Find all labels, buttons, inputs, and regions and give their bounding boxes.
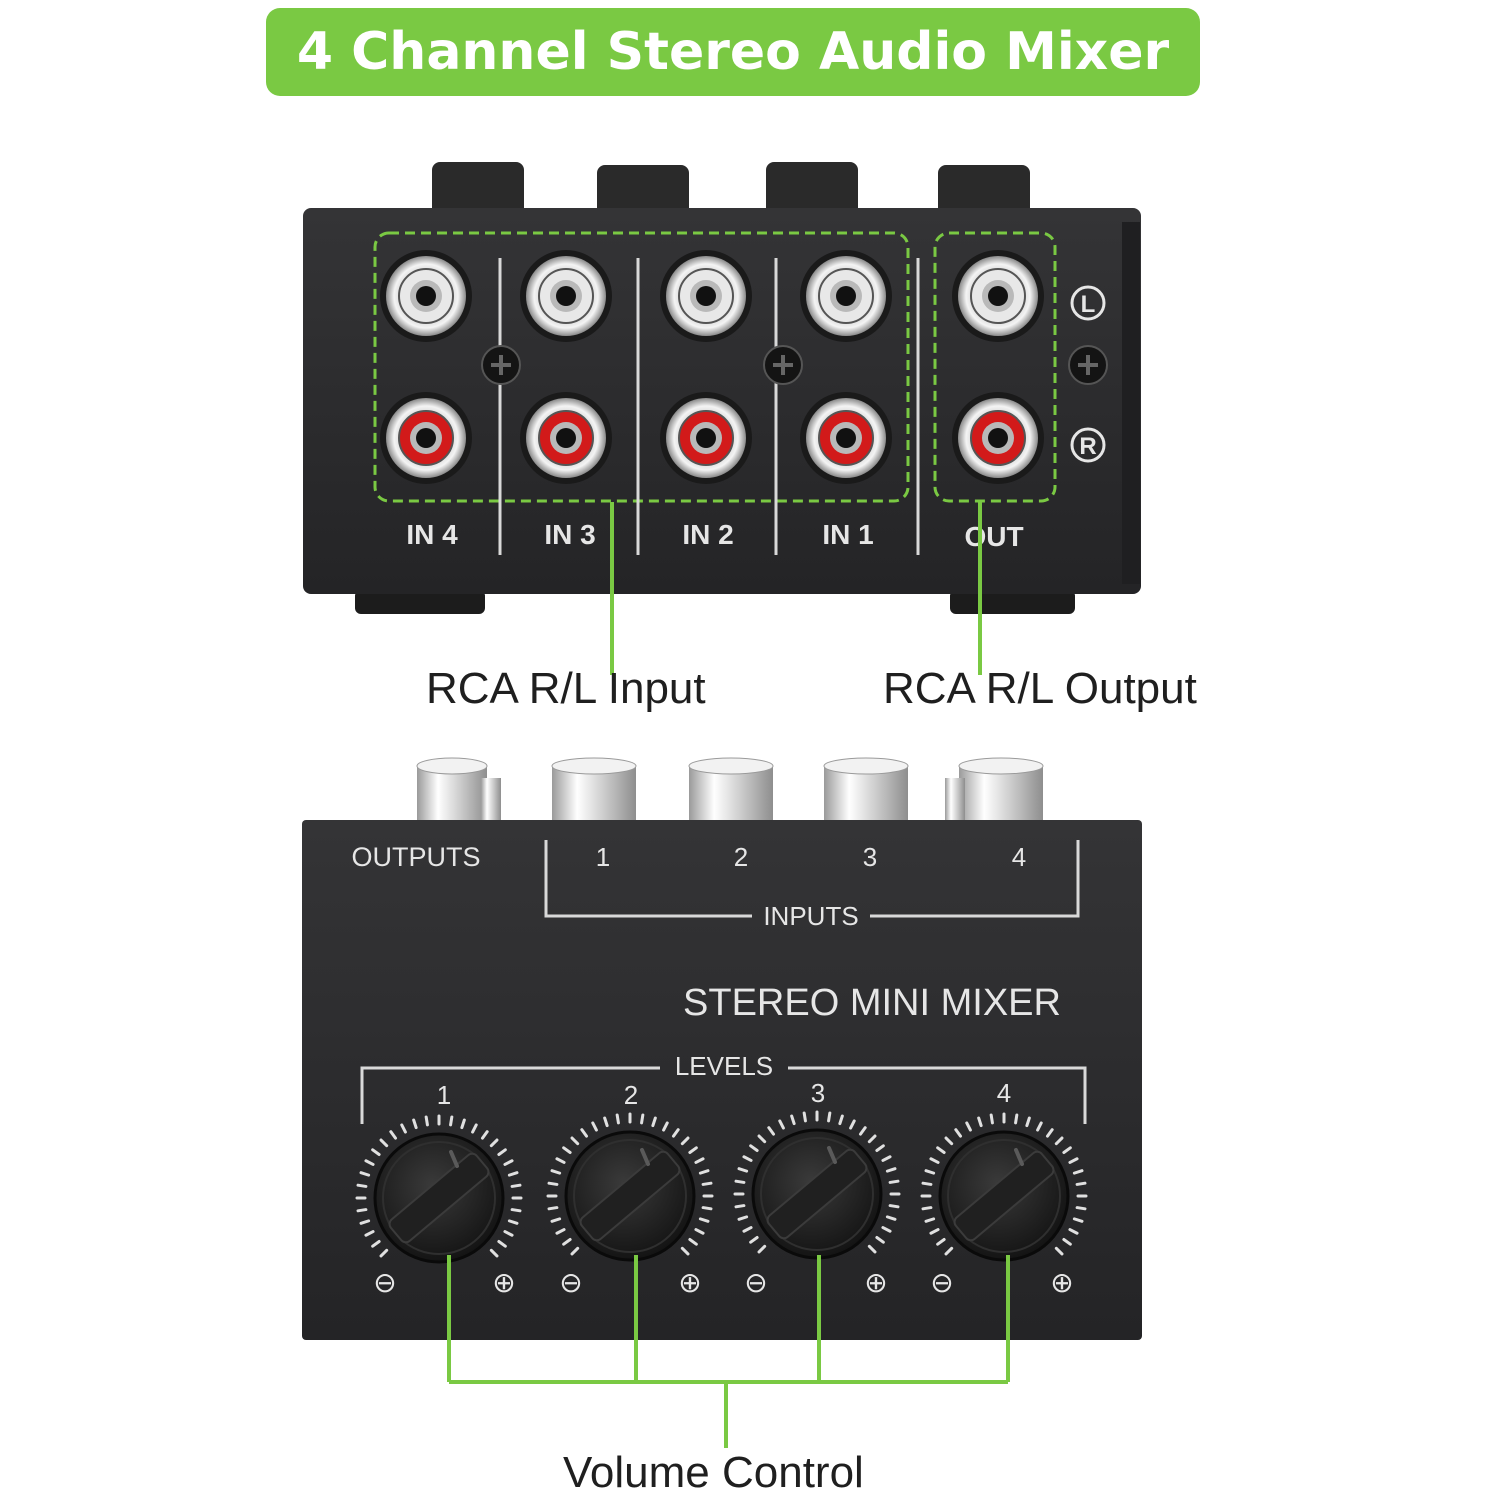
label-in-1: IN 1 — [822, 519, 873, 550]
levels-bracket — [360, 1066, 1087, 1124]
plus-icon: ⊕ — [864, 1267, 887, 1298]
right-channel-icon — [1070, 427, 1106, 463]
minus-icon: ⊖ — [559, 1267, 582, 1298]
input-number-3: 3 — [863, 842, 877, 872]
input-number-4: 4 — [1012, 842, 1026, 872]
input-number-1: 1 — [596, 842, 610, 872]
rca-jack-red — [660, 392, 752, 484]
rca-jack-red — [520, 392, 612, 484]
label-out: OUT — [964, 521, 1023, 552]
top-rca-jack — [416, 757, 501, 826]
product-name: STEREO MINI MIXER — [683, 982, 1061, 1024]
top-rca-jack — [823, 757, 909, 826]
minus-icon: ⊖ — [930, 1267, 953, 1298]
left-channel-label: L — [1081, 291, 1096, 318]
inputs-label: INPUTS — [763, 901, 858, 931]
output-callout-label: RCA R/L Output — [883, 664, 1197, 713]
output-jacks-outline — [933, 231, 1057, 503]
top-rca-jacks — [416, 757, 1044, 826]
outputs-label: OUTPUTS — [351, 842, 480, 872]
volume-callout-label: Volume Control — [563, 1448, 864, 1497]
level-number-1: 1 — [437, 1080, 451, 1110]
rca-jack-white — [380, 250, 472, 342]
rca-jack-red — [800, 392, 892, 484]
input-number-2: 2 — [734, 842, 748, 872]
rca-jack-white — [520, 250, 612, 342]
plus-icon: ⊕ — [492, 1267, 515, 1298]
rubber-foot — [355, 590, 485, 614]
screw-icon — [481, 345, 521, 385]
inputs-bracket — [544, 840, 1080, 918]
screw-icon — [1068, 345, 1108, 385]
top-rca-jack — [945, 757, 1044, 826]
label-in-3: IN 3 — [544, 519, 595, 550]
volume-knob[interactable] — [733, 1110, 901, 1260]
screw-icon — [763, 345, 803, 385]
top-rca-jack — [688, 757, 774, 826]
rear-panel: L R IN 4 IN 3 IN 2 IN 1 OUT — [303, 162, 1141, 614]
label-in-2: IN 2 — [682, 519, 733, 550]
left-channel-icon — [1070, 285, 1106, 321]
title-text: 4 Channel Stereo Audio Mixer — [296, 22, 1170, 82]
input-jacks-outline — [373, 231, 910, 503]
front-panel: OUTPUTS 1 2 3 4 INPUTS STEREO MINI MIXER… — [302, 757, 1142, 1340]
right-channel-label: R — [1079, 433, 1096, 460]
input-callout-label: RCA R/L Input — [426, 664, 706, 713]
volume-callout-lines — [447, 1255, 1010, 1448]
knob-top — [432, 162, 524, 218]
volume-knobs — [355, 1110, 1088, 1264]
knob-top — [938, 165, 1030, 217]
volume-knob[interactable] — [546, 1112, 714, 1262]
plus-icon: ⊕ — [1050, 1267, 1073, 1298]
minus-icon: ⊖ — [744, 1267, 767, 1298]
levels-label: LEVELS — [675, 1051, 773, 1081]
minus-icon: ⊖ — [373, 1267, 396, 1298]
knob-top — [766, 162, 858, 218]
level-number-4: 4 — [997, 1078, 1011, 1108]
level-number-2: 2 — [624, 1080, 638, 1110]
title-banner: 4 Channel Stereo Audio Mixer — [266, 8, 1200, 96]
knob-top — [597, 165, 689, 217]
volume-knob[interactable] — [920, 1112, 1088, 1262]
level-number-3: 3 — [811, 1078, 825, 1108]
label-in-4: IN 4 — [406, 519, 458, 550]
rca-jack-red — [952, 392, 1044, 484]
rca-jack-white — [660, 250, 752, 342]
rca-jack-red — [380, 392, 472, 484]
top-rca-jack — [551, 757, 637, 826]
volume-knob[interactable] — [355, 1114, 523, 1264]
plus-icon: ⊕ — [678, 1267, 701, 1298]
rca-jack-white — [800, 250, 892, 342]
rca-jacks — [380, 250, 1044, 484]
rca-jack-white — [952, 250, 1044, 342]
